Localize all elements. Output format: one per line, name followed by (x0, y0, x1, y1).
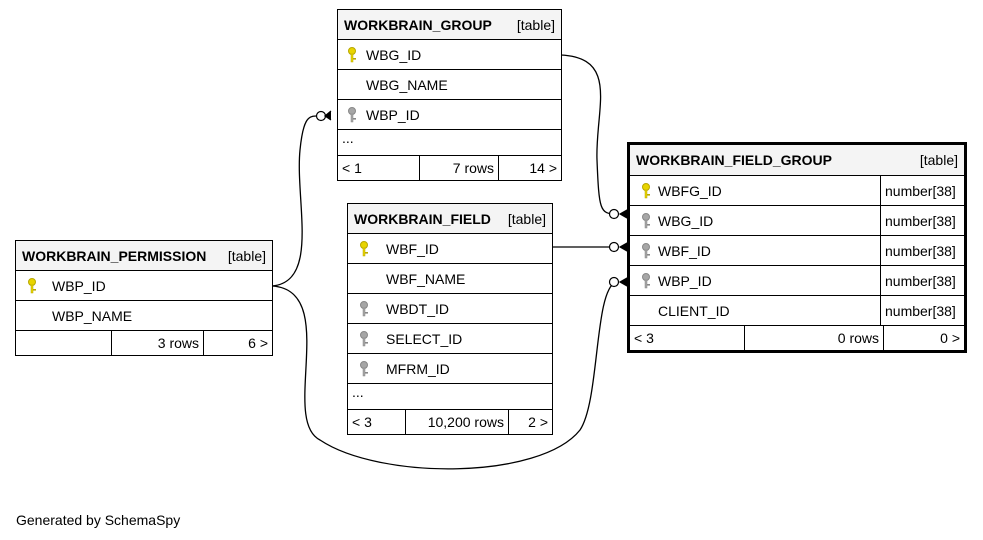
foreign-key-icon (356, 300, 372, 318)
foreign-key-icon (638, 212, 654, 230)
edge-optional-marker (608, 208, 620, 220)
table-footer: < 1 7 rows 14 > (338, 156, 561, 180)
column-row[interactable]: WBP_ID number[38] (630, 266, 964, 296)
foreign-key-icon (356, 330, 372, 348)
column-name: WBP_NAME (52, 307, 133, 324)
edge-crowfoot-marker (618, 208, 628, 220)
column-row[interactable]: MFRM_ID (348, 354, 552, 384)
column-row[interactable]: SELECT_ID (348, 324, 552, 354)
edge-group-wbg-to-fieldgroup (560, 54, 617, 215)
column-name: WBFG_ID (658, 182, 722, 199)
generated-by-credit: Generated by SchemaSpy (16, 512, 181, 528)
edge-crowfoot-marker (618, 241, 628, 253)
column-type: number[38] (880, 176, 964, 205)
table-footer: < 3 10,200 rows 2 > (348, 410, 552, 434)
table-kind: [table] (516, 16, 555, 33)
footer-children[interactable]: 0 > (883, 326, 964, 350)
column-name: WBG_ID (658, 212, 714, 229)
table-name[interactable]: WORKBRAIN_FIELD_GROUP (636, 152, 833, 168)
table-footer: 3 rows 6 > (16, 331, 272, 355)
column-type: number[38] (880, 296, 964, 325)
column-type: number[38] (880, 206, 964, 235)
edge-crowfoot-marker (618, 276, 628, 288)
primary-key-icon (24, 277, 40, 295)
table-header: WORKBRAIN_GROUP [table] (338, 10, 561, 40)
edge-permission-to-fieldgroup (271, 281, 617, 470)
primary-key-icon (356, 240, 372, 258)
footer-parents[interactable]: < 3 (352, 414, 372, 430)
column-row[interactable]: WBP_NAME (16, 301, 272, 331)
column-name: WBDT_ID (386, 300, 449, 317)
column-name: WBF_ID (386, 240, 439, 257)
column-row[interactable]: WBG_ID number[38] (630, 206, 964, 236)
table-header: WORKBRAIN_PERMISSION [table] (16, 241, 272, 271)
footer-row-count: 7 rows (419, 156, 498, 180)
column-row[interactable]: WBG_ID (338, 40, 561, 70)
column-type: number[38] (880, 236, 964, 265)
column-name: WBG_ID (366, 46, 422, 63)
column-name: SELECT_ID (386, 330, 463, 347)
column-row[interactable]: WBG_NAME (338, 70, 561, 100)
table-name[interactable]: WORKBRAIN_FIELD (354, 210, 491, 227)
column-name: MFRM_ID (386, 360, 450, 377)
edge-crowfoot-marker (323, 110, 332, 121)
primary-key-icon (638, 182, 654, 200)
edge-permission-to-group (271, 115, 317, 287)
column-row[interactable]: WBFG_ID number[38] (630, 176, 964, 206)
table-workbrain-field[interactable]: WORKBRAIN_FIELD [table] WBF_ID WBF_NAME … (347, 203, 553, 435)
column-row[interactable]: WBP_ID (338, 100, 561, 130)
column-row[interactable]: WBP_ID (16, 271, 272, 301)
footer-children[interactable]: 14 > (498, 156, 561, 180)
table-kind: [table] (507, 210, 546, 227)
foreign-key-icon (638, 242, 654, 260)
table-footer: < 3 0 rows 0 > (630, 326, 964, 350)
footer-parents[interactable]: < 1 (342, 160, 362, 176)
table-header: WORKBRAIN_FIELD [table] (348, 204, 552, 234)
column-name: WBG_NAME (366, 76, 448, 93)
column-type: number[38] (880, 266, 964, 295)
foreign-key-icon (344, 106, 360, 124)
foreign-key-icon (356, 360, 372, 378)
primary-key-icon (344, 46, 360, 64)
table-kind: [table] (919, 152, 958, 168)
column-name: CLIENT_ID (658, 302, 730, 319)
column-row[interactable]: WBF_ID (348, 234, 552, 264)
table-name[interactable]: WORKBRAIN_GROUP (344, 16, 492, 33)
column-name: WBF_NAME (386, 270, 466, 287)
column-row[interactable]: CLIENT_ID number[38] (630, 296, 964, 326)
footer-parents[interactable] (16, 331, 111, 355)
table-kind: [table] (227, 247, 266, 264)
table-header: WORKBRAIN_FIELD_GROUP [table] (630, 145, 964, 176)
column-row[interactable]: WBDT_ID (348, 294, 552, 324)
foreign-key-icon (638, 272, 654, 290)
table-name[interactable]: WORKBRAIN_PERMISSION (22, 247, 207, 264)
footer-parents[interactable]: < 3 (634, 330, 654, 346)
table-workbrain-permission[interactable]: WORKBRAIN_PERMISSION [table] WBP_ID WBP_… (15, 240, 273, 356)
edge-optional-marker (608, 276, 620, 288)
more-columns-ellipsis: ... (348, 384, 552, 410)
column-row[interactable]: WBF_NAME (348, 264, 552, 294)
column-row[interactable]: WBF_ID number[38] (630, 236, 964, 266)
column-name: WBP_ID (366, 106, 420, 123)
table-workbrain-field-group[interactable]: WORKBRAIN_FIELD_GROUP [table] WBFG_ID nu… (627, 142, 967, 353)
footer-children[interactable]: 2 > (508, 410, 552, 434)
edge-optional-marker (608, 241, 620, 253)
column-name: WBF_ID (658, 242, 711, 259)
column-name: WBP_ID (52, 277, 106, 294)
footer-row-count: 0 rows (744, 326, 883, 350)
footer-row-count: 3 rows (111, 331, 203, 355)
footer-children[interactable]: 6 > (203, 331, 272, 355)
column-name: WBP_ID (658, 272, 712, 289)
more-columns-ellipsis: ... (338, 130, 561, 156)
footer-row-count: 10,200 rows (405, 410, 508, 434)
table-workbrain-group[interactable]: WORKBRAIN_GROUP [table] WBG_ID WBG_NAME … (337, 9, 562, 181)
